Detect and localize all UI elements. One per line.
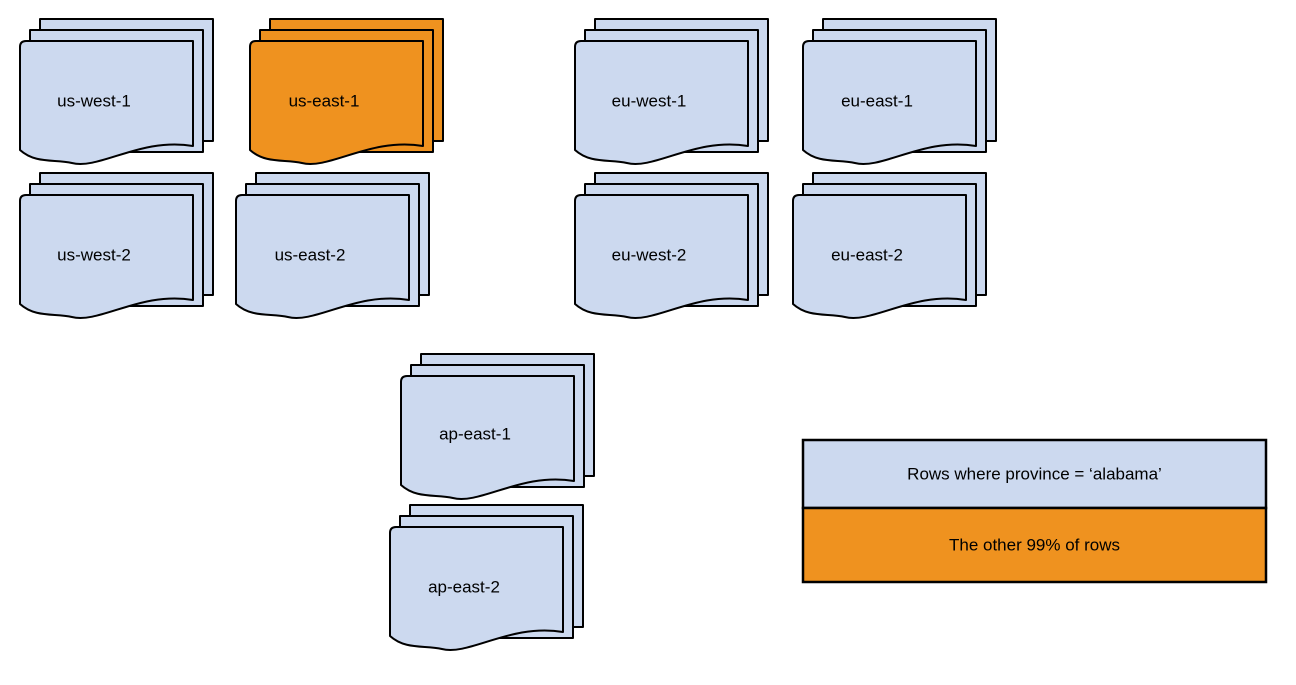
stack-front-sheet[interactable] bbox=[574, 194, 749, 319]
region-label-us-east-2: us-east-2 bbox=[275, 245, 346, 264]
stack-front-sheet[interactable] bbox=[389, 526, 564, 651]
document-stack-us-east-1[interactable]: us-east-1 bbox=[249, 18, 444, 165]
document-stack-eu-east-1[interactable]: eu-east-1 bbox=[802, 18, 997, 165]
document-stack-ap-east-2[interactable]: ap-east-2 bbox=[389, 504, 584, 651]
legend: Rows where province = ‘alabama’ The other… bbox=[801, 438, 1268, 584]
region-group-us-east: us-east-1 us-east-2 bbox=[235, 18, 444, 319]
region-group-us-west: us-west-1 us-west-2 bbox=[19, 18, 214, 319]
region-label-eu-east-2: eu-east-2 bbox=[831, 245, 903, 264]
region-label-us-west-1: us-west-1 bbox=[57, 91, 131, 110]
region-label-ap-east-2: ap-east-2 bbox=[428, 577, 500, 596]
stack-front-sheet[interactable] bbox=[235, 194, 410, 319]
stack-front-sheet[interactable] bbox=[802, 40, 977, 165]
stack-front-sheet[interactable] bbox=[249, 40, 424, 165]
stack-front-sheet[interactable] bbox=[19, 194, 194, 319]
stack-front-sheet[interactable] bbox=[574, 40, 749, 165]
legend-label-1: The other 99% of rows bbox=[949, 535, 1120, 554]
region-label-eu-east-1: eu-east-1 bbox=[841, 91, 913, 110]
document-stack-eu-west-1[interactable]: eu-west-1 bbox=[574, 18, 769, 165]
region-group-eu-west: eu-west-1 eu-west-2 bbox=[574, 18, 769, 319]
region-group-eu-east: eu-east-1 eu-east-2 bbox=[792, 18, 997, 319]
legend-label-0: Rows where province = ‘alabama’ bbox=[907, 464, 1162, 483]
stack-front-sheet[interactable] bbox=[19, 40, 194, 165]
document-stack-us-west-2[interactable]: us-west-2 bbox=[19, 172, 214, 319]
region-label-us-east-1: us-east-1 bbox=[289, 91, 360, 110]
document-stack-us-east-2[interactable]: us-east-2 bbox=[235, 172, 430, 319]
document-stack-eu-west-2[interactable]: eu-west-2 bbox=[574, 172, 769, 319]
region-label-ap-east-1: ap-east-1 bbox=[439, 424, 511, 443]
stack-front-sheet[interactable] bbox=[792, 194, 967, 319]
document-stack-eu-east-2[interactable]: eu-east-2 bbox=[792, 172, 987, 319]
region-group-ap-east: ap-east-1 ap-east-2 bbox=[389, 353, 595, 651]
stack-front-sheet[interactable] bbox=[400, 375, 575, 500]
legend-swatch-1 bbox=[801, 506, 1268, 584]
region-label-eu-west-1: eu-west-1 bbox=[612, 91, 687, 110]
document-stack-ap-east-1[interactable]: ap-east-1 bbox=[400, 353, 595, 500]
document-stack-us-west-1[interactable]: us-west-1 bbox=[19, 18, 214, 165]
region-label-eu-west-2: eu-west-2 bbox=[612, 245, 687, 264]
region-label-us-west-2: us-west-2 bbox=[57, 245, 131, 264]
